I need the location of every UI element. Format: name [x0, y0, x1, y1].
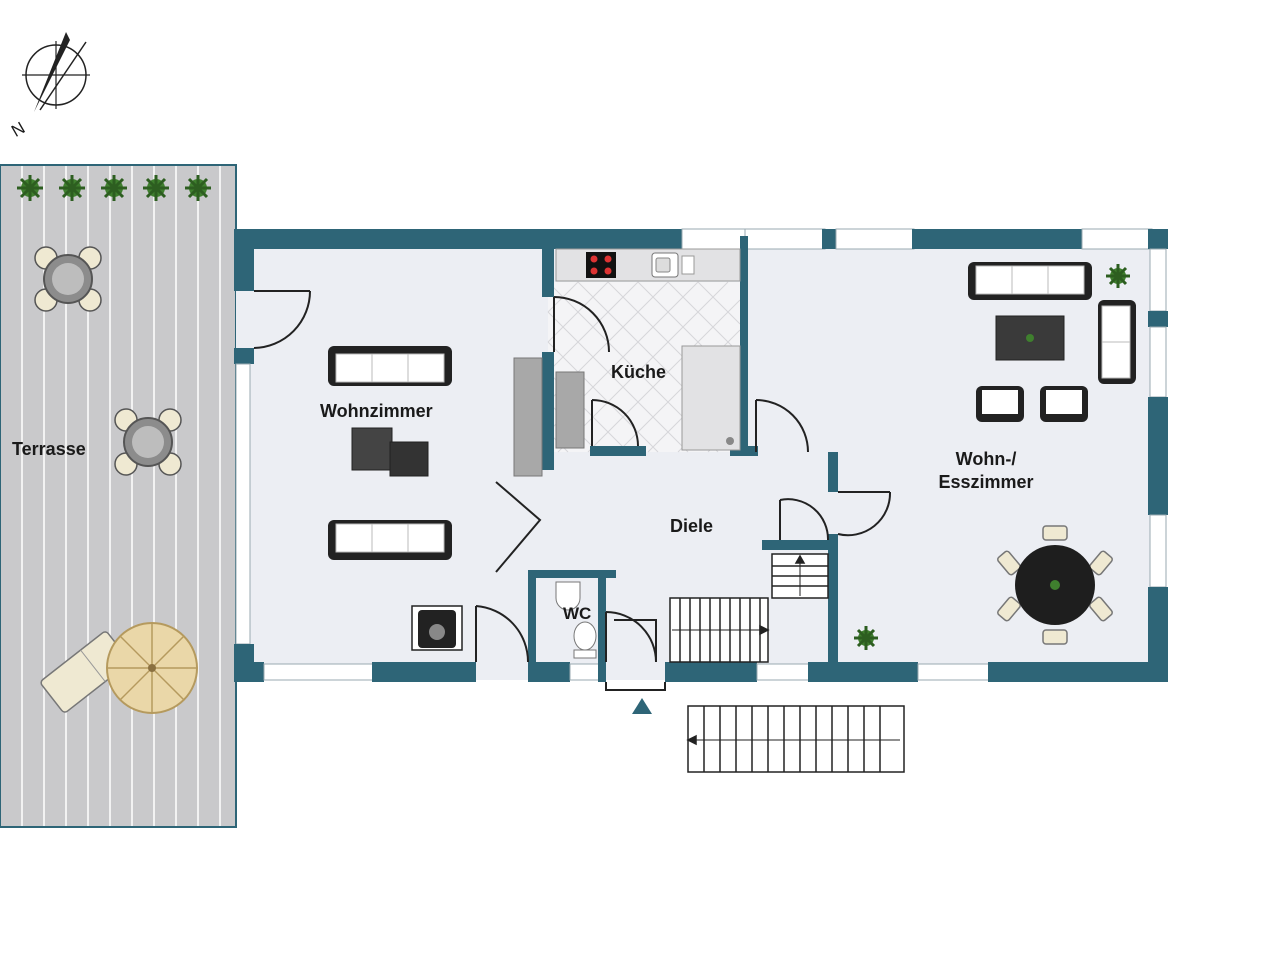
room-label-terrasse: Terrasse — [12, 439, 86, 459]
sink-icon — [651, 252, 695, 278]
kitchen-island — [681, 345, 741, 451]
staircase-icon — [771, 553, 829, 599]
dining-table-icon — [997, 525, 1113, 645]
room-label-wohnzimmer: Wohnzimmer — [320, 401, 433, 421]
room-label-wc: WC — [563, 604, 592, 623]
stove-icon — [411, 605, 463, 651]
armchair-icon — [976, 386, 1024, 422]
plant-icon — [17, 175, 211, 201]
room-label-line-1: Wohn-/ — [955, 449, 1017, 469]
sofa-icon — [968, 262, 1092, 300]
terrace — [0, 164, 237, 828]
umbrella-icon — [106, 622, 198, 714]
door-swing-icon — [253, 290, 892, 691]
sideboard-icon — [513, 357, 585, 477]
walls — [234, 228, 1168, 682]
sofa-icon — [1098, 300, 1136, 384]
terrace-table-icon — [114, 408, 182, 476]
entrance-arrow-icon — [632, 698, 652, 714]
staircase-icon — [669, 597, 770, 663]
cooktop-icon — [586, 252, 616, 278]
room-label-line-2: Esszimmer — [938, 472, 1034, 492]
sofa-icon — [328, 346, 452, 386]
plant-icon — [854, 264, 1130, 650]
coffee-table-icon — [351, 427, 429, 477]
staircase-icon — [686, 705, 905, 773]
room-label-wohn-esszimmer: Wohn-/ Esszimmer — [928, 448, 1044, 494]
room-label-kueche: Küche — [611, 362, 667, 382]
terrace-table-icon — [34, 246, 102, 312]
kitchen-counter — [555, 248, 741, 282]
toilet-icon — [573, 621, 597, 659]
room-label-diele: Diele — [670, 516, 714, 536]
coffee-table-icon — [995, 315, 1065, 361]
compass-icon — [22, 32, 90, 112]
sofa-icon — [328, 520, 452, 560]
washbasin-icon — [555, 581, 581, 611]
armchair-icon — [1040, 386, 1088, 422]
